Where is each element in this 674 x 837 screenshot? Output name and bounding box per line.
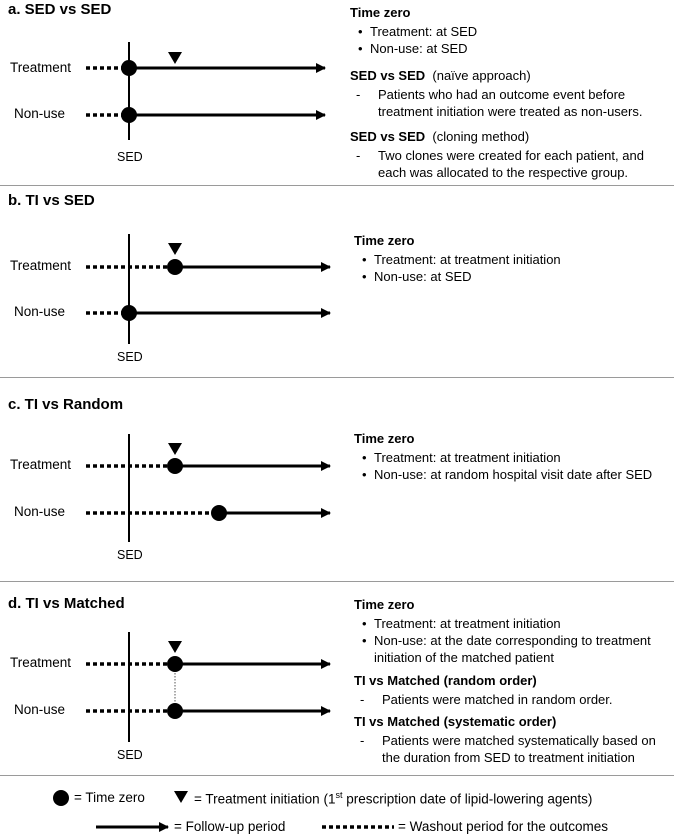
legend-treatment-initiation-text: = Treatment initiation (1st prescription… [194, 790, 593, 807]
panel-d-description: Time zero Treatment: at treatment initia… [354, 596, 672, 766]
legend-time-zero-text: = Time zero [74, 790, 145, 805]
time-zero-marker-treatment [167, 656, 183, 672]
time-zero-marker-treatment [167, 458, 183, 474]
panel-b: b. TI vs SED Treatment Non-use SED Time … [0, 186, 674, 374]
panel-a-title: a. SED vs SED [8, 1, 112, 18]
bullet-treatment: Treatment: at treatment initiation [362, 615, 672, 632]
time-zero-heading: Time zero [354, 431, 415, 446]
panel-b-title: b. TI vs SED [8, 192, 95, 209]
treatment-initiation-marker [168, 52, 182, 64]
panel-a-description: Time zero Treatment: at SED Non-use: at … [350, 4, 670, 181]
time-zero-heading: Time zero [350, 5, 411, 20]
time-zero-heading: Time zero [354, 597, 415, 612]
legend-time-zero-icon [53, 790, 69, 806]
sed-label: SED [117, 150, 143, 164]
bullet-treatment: Treatment: at SED [358, 23, 670, 40]
time-zero-marker-treatment [121, 60, 137, 76]
divider [0, 185, 674, 186]
time-zero-heading: Time zero [354, 233, 415, 248]
bullet-non-use: Non-use: at the date corresponding to tr… [362, 632, 672, 666]
panel-a: a. SED vs SED Treatment Non-use SED Time… [0, 0, 674, 182]
panel-d: d. TI vs Matched Treatment Non-use SED T… [0, 582, 674, 772]
row-label-non-use: Non-use [14, 304, 66, 319]
panel-b-description: Time zero Treatment: at treatment initia… [354, 232, 670, 285]
sed-label: SED [117, 748, 143, 762]
divider [0, 581, 674, 582]
subheading-cloning: SED vs SED (cloning method) [350, 129, 530, 144]
panel-c-description: Time zero Treatment: at treatment initia… [354, 430, 670, 483]
panel-c-diagram [86, 434, 331, 542]
treatment-initiation-marker [168, 641, 182, 653]
time-zero-marker-treatment [167, 259, 183, 275]
row-label-treatment: Treatment [10, 457, 72, 472]
row-label-non-use: Non-use [14, 106, 66, 121]
systematic-order-description: Patients were matched systematically bas… [360, 732, 672, 766]
random-order-description: Patients were matched in random order. [360, 691, 672, 708]
panel-c-title: c. TI vs Random [8, 396, 124, 413]
treatment-initiation-marker [168, 443, 182, 455]
time-zero-marker-non-use [121, 107, 137, 123]
row-label-treatment: Treatment [10, 60, 72, 75]
naive-description: Patients who had an outcome event before… [356, 86, 670, 120]
row-label-treatment: Treatment [10, 655, 72, 670]
panel-b-diagram [86, 234, 331, 344]
subheading-naive: SED vs SED (naïve approach) [350, 68, 531, 83]
row-label-non-use: Non-use [14, 504, 66, 519]
bullet-treatment: Treatment: at treatment initiation [362, 251, 670, 268]
bullet-treatment: Treatment: at treatment initiation [362, 449, 670, 466]
time-zero-marker-non-use [167, 703, 183, 719]
panel-d-title: d. TI vs Matched [8, 595, 125, 612]
legend-follow-up-text: = Follow-up period [174, 819, 286, 834]
divider [0, 377, 674, 378]
panel-c: c. TI vs Random Treatment Non-use SED Ti… [0, 378, 674, 578]
sed-label: SED [117, 350, 143, 364]
legend-washout-text: = Washout period for the outcomes [398, 819, 608, 834]
divider [0, 775, 674, 776]
time-zero-marker-non-use [121, 305, 137, 321]
bullet-non-use: Non-use: at random hospital visit date a… [362, 466, 670, 483]
bullet-non-use: Non-use: at SED [358, 40, 670, 57]
subheading-random-order: TI vs Matched (random order) [354, 673, 537, 688]
legend-treatment-initiation-icon [174, 791, 188, 803]
row-label-treatment: Treatment [10, 258, 72, 273]
subheading-systematic-order: TI vs Matched (systematic order) [354, 714, 557, 729]
treatment-initiation-marker [168, 243, 182, 255]
panel-a-diagram [86, 42, 326, 140]
bullet-non-use: Non-use: at SED [362, 268, 670, 285]
sed-label: SED [117, 548, 143, 562]
row-label-non-use: Non-use [14, 702, 66, 717]
panel-d-diagram [86, 632, 331, 742]
time-zero-marker-non-use [211, 505, 227, 521]
cloning-description: Two clones were created for each patient… [356, 147, 670, 181]
